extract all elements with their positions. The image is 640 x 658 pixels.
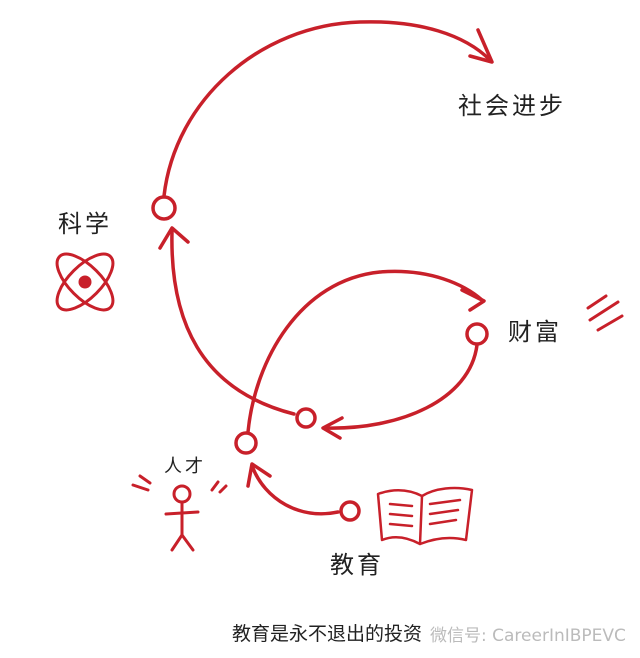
arrow-talent-to-wealth: [246, 269, 484, 434]
watermark: 微信号: CareerInIBPEVC: [430, 626, 626, 646]
sparkle-lines-icon: [586, 294, 624, 332]
book-icon: [376, 486, 474, 546]
arrowhead: [460, 288, 486, 312]
label-talent: 人才: [164, 456, 206, 477]
arrow-science-to-progress: [162, 20, 492, 198]
arrow-education-to-talent: [250, 464, 340, 516]
talent-node: [234, 431, 258, 455]
arrowhead: [158, 226, 190, 250]
arrowhead: [246, 462, 272, 488]
atom-icon: [55, 252, 115, 312]
education-node: [339, 500, 361, 522]
person-icon: [131, 474, 228, 552]
relay-node: [295, 407, 317, 429]
caption: 教育是永不退出的投资: [232, 623, 423, 645]
arrow-node-to-science: [170, 230, 296, 416]
label-science: 科学: [58, 210, 112, 238]
wealth-node: [465, 322, 489, 346]
label-education: 教育: [330, 551, 384, 579]
label-wealth: 财富: [508, 318, 562, 346]
label-progress: 社会进步: [458, 92, 566, 120]
arrowhead: [321, 416, 344, 440]
arrow-wealth-to-node: [323, 343, 479, 430]
arrowhead: [468, 28, 494, 64]
science-node: [151, 195, 177, 221]
